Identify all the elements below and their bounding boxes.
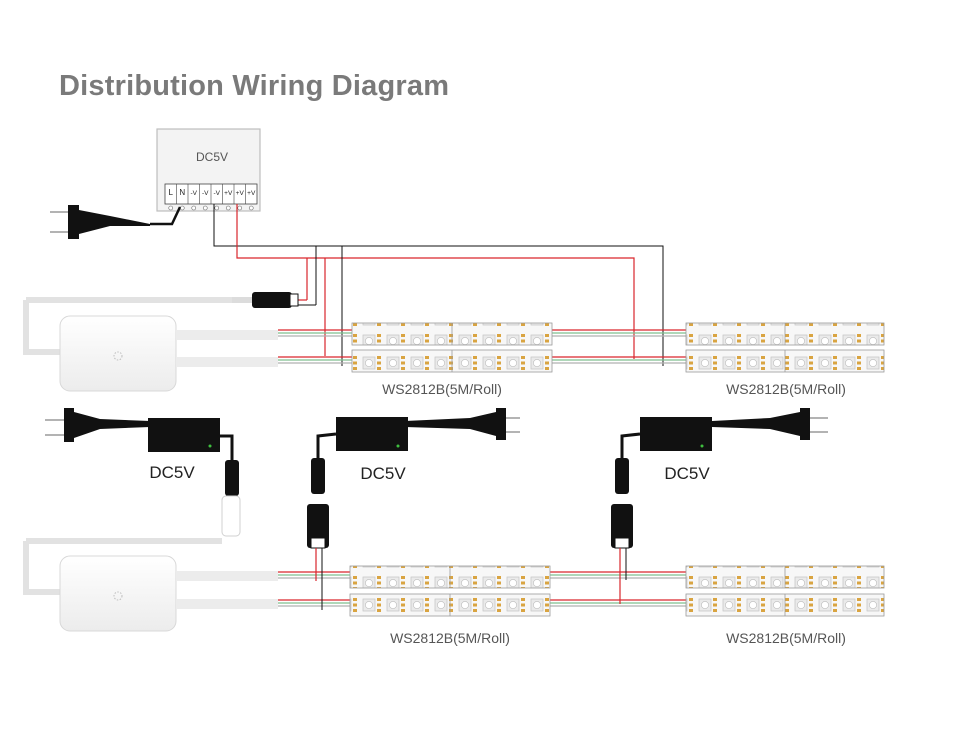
power-supply-label: DC5V	[196, 150, 228, 164]
strip-label-bottom-left: WS2812B(5M/Roll)	[390, 630, 510, 646]
strip-label-bottom-right: WS2812B(5M/Roll)	[726, 630, 846, 646]
power-adapter-left: DC5V	[45, 408, 241, 537]
terminal-screw	[214, 205, 220, 211]
terminal-screw	[248, 205, 254, 211]
terminal-label: -V	[191, 190, 198, 197]
controller-top	[23, 297, 278, 392]
terminal-screw	[168, 205, 174, 211]
terminal-label: -V	[202, 190, 209, 197]
ac-plug-icon	[50, 205, 182, 239]
terminal-label: +V	[236, 190, 245, 197]
terminal-screw	[191, 205, 197, 211]
adapter-label-middle: DC5V	[360, 464, 406, 483]
strip-label-top-right: WS2812B(5M/Roll)	[726, 381, 846, 397]
adapter-label-left: DC5V	[149, 463, 195, 482]
terminal-label: N	[179, 188, 185, 197]
terminal-screw	[202, 205, 208, 211]
led-strips	[349, 322, 885, 617]
dc-connector-icon	[232, 292, 299, 308]
page-title: Distribution Wiring Diagram	[59, 70, 450, 102]
strip-label-top-left: WS2812B(5M/Roll)	[382, 381, 502, 397]
bottom-wiring	[315, 548, 627, 610]
terminal-label: +V	[247, 190, 256, 197]
terminal-label: -V	[214, 190, 221, 197]
terminal-screw	[225, 205, 231, 211]
terminal-label: +V	[224, 190, 233, 197]
adapter-label-right: DC5V	[664, 464, 710, 483]
power-adapter-right: DC5V	[611, 408, 828, 549]
power-adapter-middle: DC5V	[307, 408, 520, 549]
terminal-screw	[237, 205, 243, 211]
strip-wire-bundles	[278, 329, 686, 607]
top-wiring	[213, 204, 664, 366]
controller-bottom	[23, 538, 278, 632]
terminal-label: L	[169, 188, 174, 197]
